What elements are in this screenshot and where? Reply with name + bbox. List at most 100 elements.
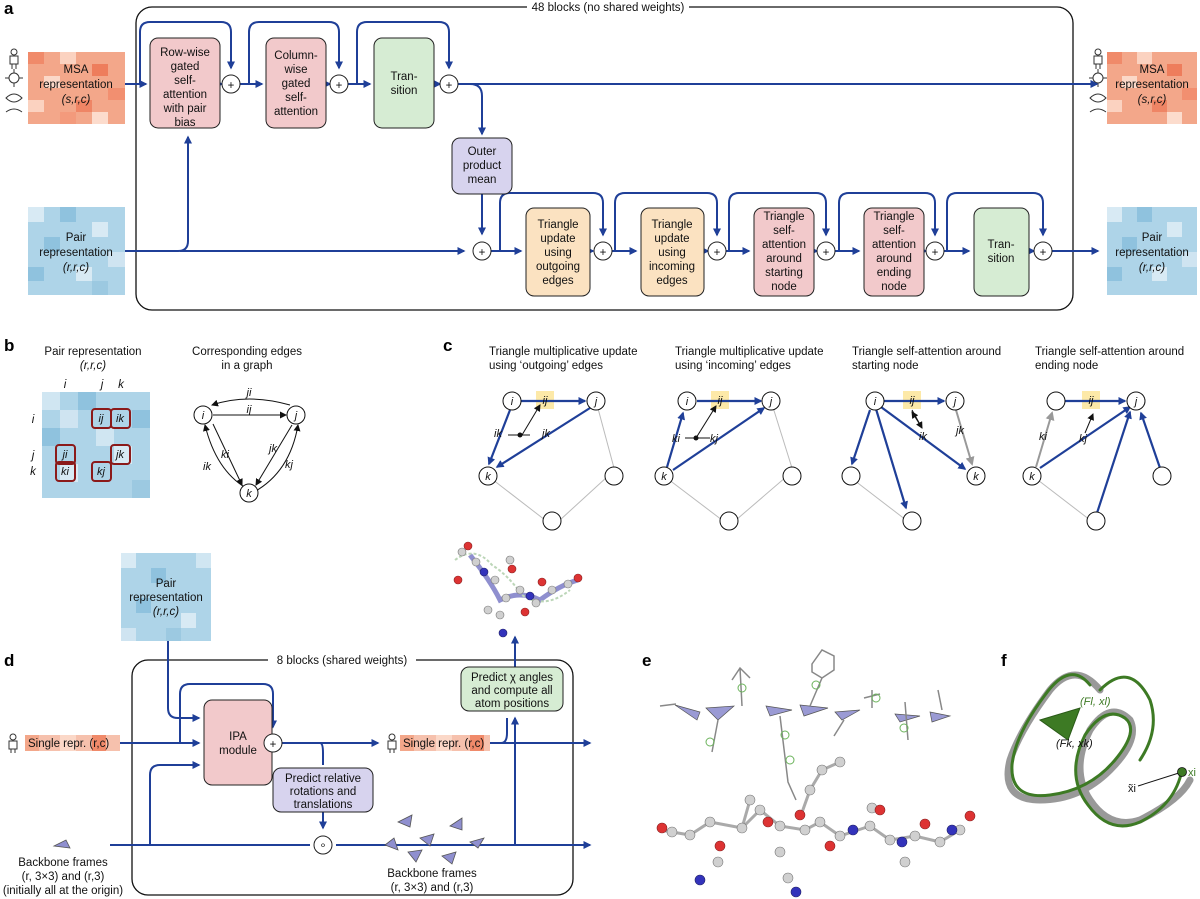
svg-text:sition: sition <box>391 85 418 97</box>
graph-edges-b <box>203 398 301 493</box>
svg-text:(r, 3×3) and (r,3): (r, 3×3) and (r,3) <box>391 882 474 894</box>
svg-text:Triangle: Triangle <box>537 219 578 231</box>
msa-track-arrows <box>125 21 1099 252</box>
svg-text:ij: ij <box>910 395 915 407</box>
pair-in-line2: representation <box>39 247 113 259</box>
svg-text:Single repr. (r,c): Single repr. (r,c) <box>403 738 484 750</box>
svg-text:+: + <box>932 247 939 259</box>
svg-text:+: + <box>336 80 343 92</box>
msa-in-line3: (s,r,c) <box>62 94 91 106</box>
container-title-d: 8 blocks (shared weights) <box>277 655 408 667</box>
svg-text:jk: jk <box>540 428 550 440</box>
msa-input-heatmap: MSA representation (s,r,c) <box>28 52 125 124</box>
svg-text:Backbone frames: Backbone frames <box>387 868 477 880</box>
compose-node-d: ∘ <box>313 835 333 855</box>
svg-text:and compute all: and compute all <box>471 685 552 697</box>
svg-text:x̃i: x̃i <box>1128 783 1136 795</box>
svg-text:k: k <box>30 466 37 478</box>
svg-text:attention: attention <box>762 239 806 251</box>
pair-track-arrows <box>180 192 1100 255</box>
svg-text:Triangle: Triangle <box>873 211 914 223</box>
ipa-module-box: IPA module <box>203 699 273 786</box>
organism-icons-left <box>5 48 23 113</box>
predict-rotations-box: Predict relative rotations and translati… <box>272 767 374 813</box>
svg-text:Backbone frames: Backbone frames <box>18 857 108 869</box>
svg-text:wise: wise <box>283 64 307 76</box>
svg-text:around: around <box>876 253 912 265</box>
svg-text:Single repr. (r,c): Single repr. (r,c) <box>28 738 109 750</box>
pair-out-line3: (r,r,c) <box>1139 262 1165 274</box>
svg-text:+: + <box>1040 247 1047 259</box>
container-title-a: 48 blocks (no shared weights) <box>532 2 685 14</box>
svg-text:+: + <box>479 247 486 259</box>
person-icon-right <box>387 733 397 753</box>
triangle-attention-end-box: Triangle self- attention around ending n… <box>863 207 925 297</box>
svg-text:ik: ik <box>919 431 927 443</box>
svg-text:self-: self- <box>883 225 905 237</box>
panel-label-e: e <box>642 651 651 670</box>
svg-text:jk: jk <box>114 449 124 461</box>
svg-text:k: k <box>1029 471 1035 483</box>
msa-in-line2: representation <box>39 79 113 91</box>
svg-text:using ‘outgoing’ edges: using ‘outgoing’ edges <box>489 360 603 372</box>
svg-text:∘: ∘ <box>319 840 326 852</box>
svg-text:edges: edges <box>656 275 688 287</box>
svg-text:Tran-: Tran- <box>390 71 417 83</box>
svg-text:update: update <box>654 233 689 245</box>
plus-signs-a: +++ +++ +++ <box>228 80 1047 259</box>
svg-text:i: i <box>511 396 514 408</box>
svg-text:product: product <box>463 160 502 172</box>
svg-text:bias: bias <box>174 117 195 129</box>
svg-text:i: i <box>202 410 205 422</box>
atom-backbone-model <box>656 756 976 898</box>
svg-text:attention: attention <box>163 89 207 101</box>
pair-output-heatmap: Pair representation (r,r,c) <box>1107 207 1197 295</box>
svg-text:k: k <box>118 379 125 391</box>
msa-in-line1: MSA <box>64 64 89 76</box>
svg-text:j: j <box>952 396 957 408</box>
triangle-update-incoming-box: Triangle update using incoming edges <box>640 207 705 297</box>
svg-text:outgoing: outgoing <box>536 261 580 273</box>
backbone-output-label: Backbone frames (r, 3×3) and (r,3) <box>387 868 477 894</box>
svg-text:k: k <box>973 471 979 483</box>
svg-text:rotations and: rotations and <box>290 786 357 798</box>
svg-text:+: + <box>823 247 830 259</box>
svg-text:sition: sition <box>988 253 1015 265</box>
predict-chi-box: Predict χ angles and compute all atom po… <box>460 666 564 712</box>
svg-text:Triangle: Triangle <box>651 219 692 231</box>
svg-text:starting: starting <box>765 267 803 279</box>
svg-text:using: using <box>544 247 572 259</box>
svg-text:ji: ji <box>245 387 252 399</box>
svg-text:Tran-: Tran- <box>987 239 1014 251</box>
pair-out-line1: Pair <box>1142 232 1163 244</box>
svg-text:Pair: Pair <box>156 578 177 590</box>
svg-text:Row-wise: Row-wise <box>160 47 210 59</box>
svg-text:ij: ij <box>543 395 548 407</box>
svg-text:kj: kj <box>710 433 719 445</box>
svg-text:i: i <box>686 396 689 408</box>
pair-in-line1: Pair <box>66 232 87 244</box>
svg-text:node: node <box>771 281 797 293</box>
msa-out-line1: MSA <box>1140 64 1165 76</box>
svg-text:representation: representation <box>129 592 203 604</box>
svg-text:mean: mean <box>468 174 497 186</box>
person-icon-left <box>8 733 18 753</box>
svg-text:self-: self- <box>773 225 795 237</box>
svg-text:self-: self- <box>285 92 307 104</box>
svg-text:jk: jk <box>267 443 277 455</box>
panel-label-d: d <box>4 651 14 670</box>
svg-text:ji: ji <box>61 449 68 461</box>
svg-text:jk: jk <box>954 425 964 437</box>
svg-text:+: + <box>600 247 607 259</box>
column-attention-box: Column- wise gated self- attention <box>265 37 327 129</box>
plus-nodes-a <box>221 74 1053 261</box>
svg-text:update: update <box>540 233 575 245</box>
svg-text:ij: ij <box>247 404 252 416</box>
panel-label-a: a <box>4 0 14 18</box>
panel-f-labels: (Fl, xl) (Fk, xk) x̃i xi <box>1056 696 1196 795</box>
svg-text:edges: edges <box>542 275 574 287</box>
svg-text:self-: self- <box>174 75 196 87</box>
